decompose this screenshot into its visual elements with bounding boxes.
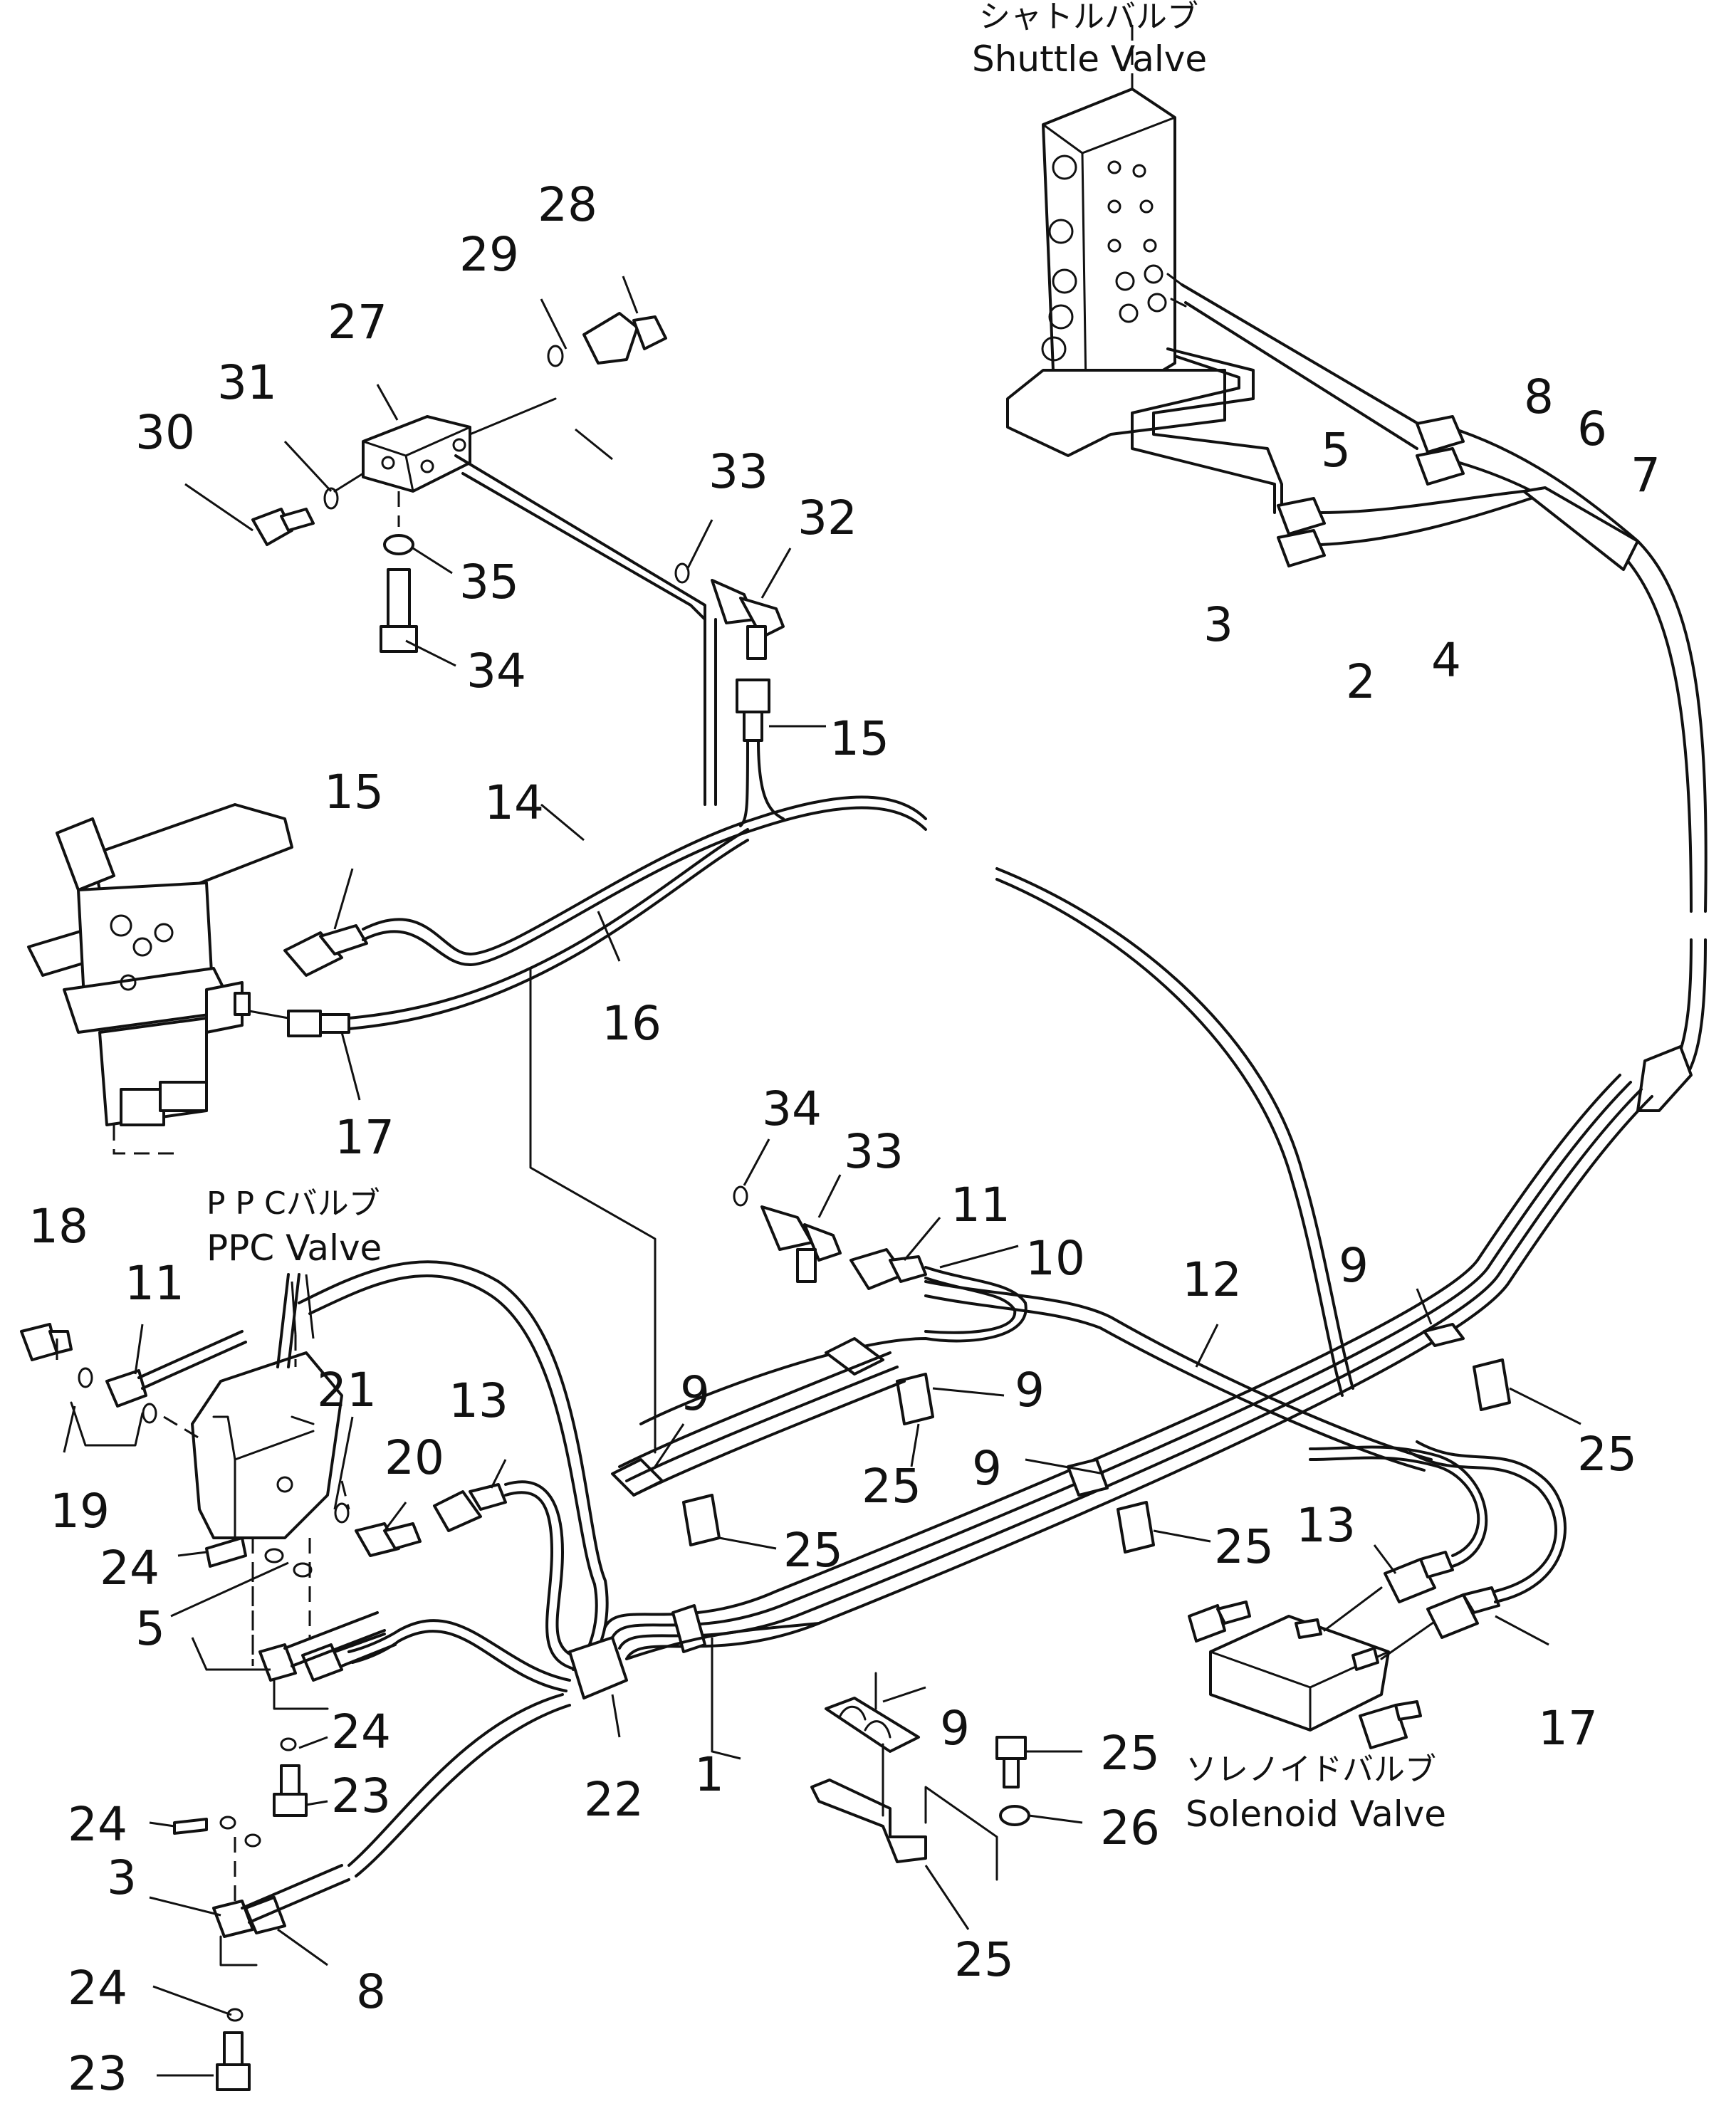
callout: 8 — [1524, 370, 1554, 424]
shuttle-fittings — [1277, 415, 1465, 567]
callout: 16 — [602, 996, 662, 1051]
callout: 11 — [951, 1178, 1010, 1232]
hoses-14-16 — [347, 795, 1354, 1397]
callout: 5 — [1321, 423, 1351, 478]
solenoid-fittings — [1309, 1440, 1567, 1639]
bolt-31 — [251, 487, 339, 546]
callout: 32 — [798, 491, 857, 545]
callout: 1 — [694, 1747, 724, 1802]
callout: 33 — [708, 444, 768, 499]
bottom-clamp-bracket — [810, 1672, 998, 1881]
callout: 3 — [1203, 597, 1233, 652]
elbow-fitting-29 — [547, 312, 667, 367]
ppc-left-parts — [20, 1323, 247, 1447]
hose-bundle-right — [604, 429, 1708, 1660]
callout-numbers: 1 2 3 3 4 5 5 6 7 8 8 9 9 9 9 9 10 11 11… — [28, 177, 1661, 2101]
leader-line — [529, 967, 657, 1454]
callout: 13 — [449, 1373, 508, 1428]
ppc-right-fittings — [334, 1480, 585, 1671]
callout: 20 — [385, 1430, 444, 1485]
callout: 31 — [217, 355, 277, 410]
callout: 5 — [135, 1601, 165, 1656]
callout: 9 — [1015, 1363, 1045, 1418]
callout: 2 — [1346, 654, 1376, 709]
callout: 6 — [1577, 402, 1607, 456]
callout: 22 — [584, 1772, 644, 1827]
callout: 25 — [783, 1523, 843, 1578]
callout: 19 — [50, 1484, 110, 1539]
caption-solenoid-en: Solenoid Valve — [1186, 1793, 1446, 1835]
caption-shuttle-jp: シャトルバルブ — [979, 0, 1198, 35]
caption-shuttle-en: Shuttle Valve — [972, 38, 1207, 80]
callout: 15 — [324, 765, 384, 819]
callout: 24 — [68, 1961, 127, 2016]
callout: 23 — [68, 2046, 127, 2101]
callout: 25 — [1577, 1427, 1637, 1482]
callout: 9 — [1339, 1238, 1369, 1293]
ppc-valve — [191, 1273, 350, 1666]
left-stack — [173, 1536, 571, 2091]
callout: 15 — [830, 711, 889, 766]
caption-solenoid-jp: ソレノイドバルブ — [1186, 1751, 1436, 1788]
callout: 17 — [335, 1110, 394, 1165]
leader-lines — [56, 276, 1581, 2077]
callout: 25 — [862, 1459, 921, 1514]
callout: 25 — [954, 1932, 1014, 1987]
callout: 30 — [135, 405, 195, 460]
caption-ppc-jp: P P Cバルブ — [206, 1185, 380, 1222]
callout: 7 — [1631, 448, 1661, 503]
callout: 29 — [459, 227, 519, 282]
bolt-26 — [995, 1736, 1030, 1826]
tee-fitting-33-top — [674, 562, 785, 660]
fitting-11-loop — [639, 1248, 1433, 1472]
clamps — [611, 1323, 1511, 1554]
manifold-block — [333, 397, 717, 806]
callout: 3 — [107, 1850, 137, 1905]
callout: 23 — [331, 1769, 391, 1823]
callout: 26 — [1100, 1801, 1160, 1855]
callout: 13 — [1296, 1498, 1356, 1553]
callout: 33 — [844, 1124, 904, 1179]
callout: 14 — [484, 775, 544, 830]
callout: 12 — [1182, 1252, 1242, 1307]
callout: 8 — [356, 1964, 386, 2019]
pedal-valve — [27, 803, 293, 1155]
callout: 24 — [100, 1541, 160, 1596]
shuttle-valve — [1006, 21, 1426, 514]
caption-ppc-en: PPC Valve — [206, 1227, 382, 1269]
callout: 9 — [680, 1366, 710, 1421]
callout: 35 — [459, 555, 519, 609]
pedal-fittings — [248, 924, 368, 1037]
hose-collars — [568, 1604, 820, 1699]
tee-fitting-33-bottom — [733, 1185, 842, 1283]
callout: 21 — [317, 1363, 377, 1418]
callout: 4 — [1431, 633, 1461, 688]
callout: 34 — [762, 1081, 822, 1136]
callout: 25 — [1100, 1726, 1160, 1781]
callout: 9 — [972, 1441, 1002, 1496]
callout: 10 — [1025, 1231, 1085, 1286]
callout: 27 — [328, 295, 387, 350]
bolt-35 — [380, 491, 418, 653]
callout: 24 — [68, 1797, 127, 1852]
fitting-15-center — [736, 679, 785, 827]
callout: 18 — [28, 1199, 88, 1254]
callout: 28 — [538, 177, 597, 232]
callout: 25 — [1214, 1519, 1274, 1574]
callout: 24 — [331, 1704, 391, 1759]
callout: 11 — [125, 1256, 184, 1311]
ppc-hoses — [298, 1260, 609, 1692]
callout: 9 — [940, 1701, 970, 1756]
callout: 17 — [1538, 1701, 1598, 1756]
callout: 34 — [466, 644, 526, 698]
solenoid-valve — [1188, 1586, 1454, 1749]
